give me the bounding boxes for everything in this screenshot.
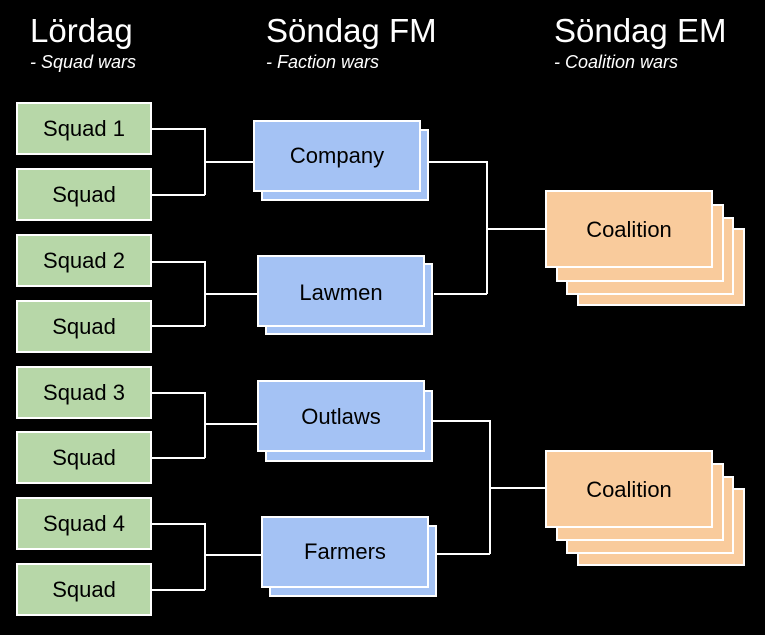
coalition-column: Coalition Coalition: [545, 190, 745, 566]
squad-box: Squad: [16, 563, 152, 616]
squad-box: Squad: [16, 168, 152, 221]
faction-box-outlaws: Outlaws: [257, 380, 433, 462]
squad-label: Squad 3: [43, 380, 125, 405]
faction-box-lawmen: Lawmen: [257, 255, 433, 335]
squad-label: Squad 4: [43, 511, 125, 536]
connector: [151, 261, 258, 327]
squad-box: Squad 2: [16, 234, 152, 287]
faction-box-company: Company: [253, 120, 429, 201]
squad-box: Squad 3: [16, 366, 152, 419]
squad-box: Squad 4: [16, 497, 152, 550]
squad-box: Squad: [16, 431, 152, 484]
coalition-box: Coalition: [545, 450, 745, 566]
column-title: Söndag FM: [266, 12, 437, 49]
squad-label: Squad 2: [43, 248, 125, 273]
squad-label: Squad: [52, 577, 116, 602]
faction-box-farmers: Farmers: [261, 516, 437, 597]
faction-label: Farmers: [304, 539, 386, 564]
connector: [151, 392, 258, 459]
connector: [426, 161, 546, 295]
coalition-label: Coalition: [586, 477, 672, 502]
squad-box: Squad 1: [16, 102, 152, 155]
coalition-box: Coalition: [545, 190, 745, 306]
column-heading-saturday: Lördag - Squad wars: [30, 13, 136, 73]
column-subtitle: - Coalition wars: [554, 52, 679, 72]
connector: [151, 523, 262, 591]
squad-label: Squad: [52, 445, 116, 470]
column-title: Lördag: [30, 12, 133, 49]
column-subtitle: - Squad wars: [30, 52, 137, 72]
coalition-label: Coalition: [586, 217, 672, 242]
column-heading-sunday-morning: Söndag FM - Faction wars: [266, 13, 437, 73]
column-title: Söndag EM: [554, 12, 727, 49]
bracket-connectors: [151, 128, 546, 591]
squad-label: Squad 1: [43, 116, 125, 141]
connector: [432, 420, 546, 555]
squad-label: Squad: [52, 182, 116, 207]
column-heading-sunday-afternoon: Söndag EM - Coalition wars: [554, 13, 726, 73]
squad-box: Squad: [16, 300, 152, 353]
squad-label: Squad: [52, 314, 116, 339]
squad-column: Squad 1 Squad Squad 2 Squad Squad 3 Squa…: [16, 102, 152, 616]
faction-label: Lawmen: [299, 280, 382, 305]
faction-column: Company Lawmen Outlaws Farmers: [253, 120, 437, 597]
faction-label: Company: [290, 143, 384, 168]
connector: [151, 128, 254, 196]
column-subtitle: - Faction wars: [266, 52, 380, 72]
faction-label: Outlaws: [301, 404, 380, 429]
